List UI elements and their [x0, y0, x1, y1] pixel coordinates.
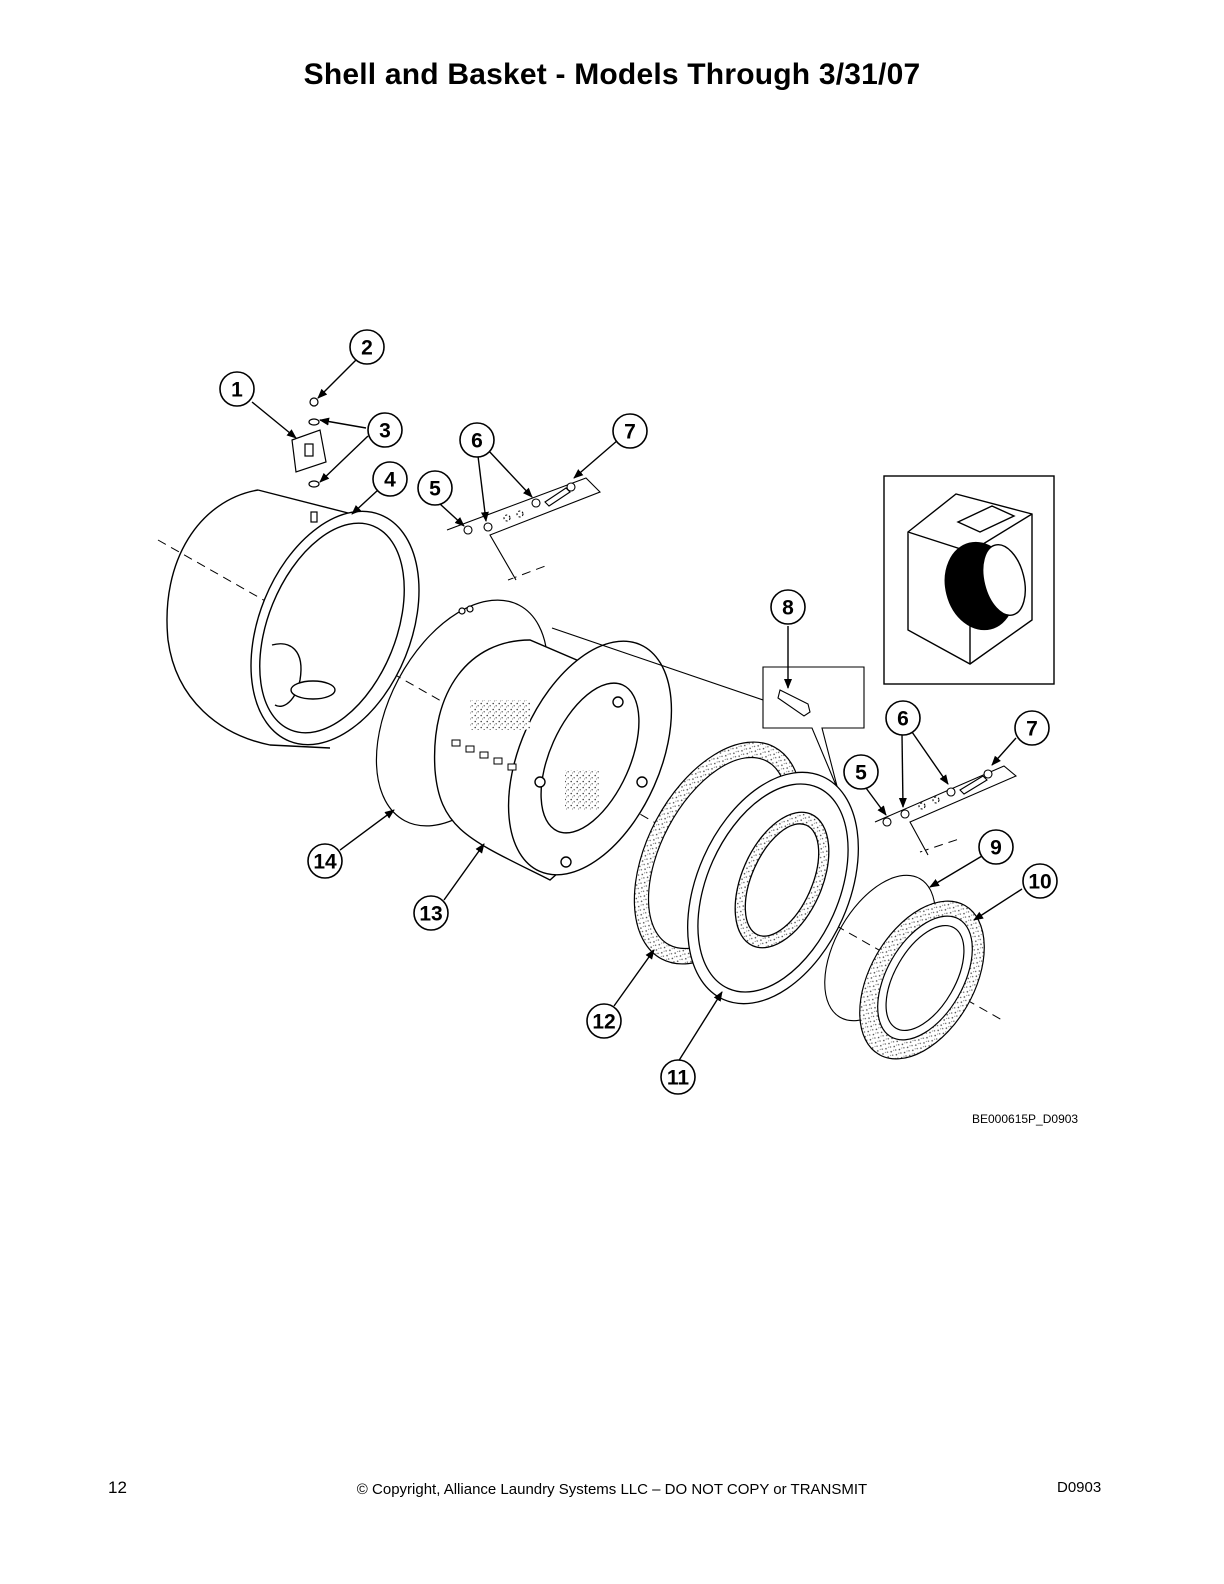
front-bearing-ring [859, 900, 985, 1060]
callout-2: 2 [361, 337, 373, 360]
callout-6a: 6 [471, 430, 483, 453]
callout-11: 11 [667, 1067, 690, 1090]
callout-12: 12 [592, 1011, 615, 1034]
callout-10: 10 [1028, 871, 1051, 894]
drawing-code: BE000615P_D0903 [972, 1112, 1079, 1126]
callout-3-circle [367, 412, 403, 448]
callout-4: 4 [384, 469, 396, 492]
callout-13-circle [413, 895, 449, 931]
clip-inset [551, 627, 865, 791]
copyright-notice: © Copyright, Alliance Laundry Systems LL… [356, 1481, 868, 1498]
callout-circles [219, 329, 1058, 1095]
callout-11-circle [660, 1059, 696, 1095]
callout-1-circle [219, 371, 255, 407]
hardware-row-lower [874, 765, 1018, 856]
mounting-bracket [291, 397, 327, 523]
inner-basket [433, 639, 673, 881]
callout-14: 14 [313, 851, 337, 874]
document-code: D0903 [1057, 1479, 1102, 1496]
callout-5a-circle [417, 470, 453, 506]
callout-10-circle [1022, 863, 1058, 899]
callout-13: 13 [419, 903, 442, 926]
orientation-inset [883, 475, 1055, 685]
page-number: 12 [108, 1478, 127, 1497]
callout-9: 9 [990, 837, 1002, 860]
front-panel [687, 771, 859, 1005]
callout-7a: 7 [624, 421, 636, 444]
callout-14-circle [307, 843, 343, 879]
callout-4-circle [372, 461, 408, 497]
hardware-row-upper [446, 477, 601, 581]
callout-7b-circle [1014, 710, 1050, 746]
callout-6a-circle [459, 422, 495, 458]
leader-arrows [251, 359, 1023, 1063]
callout-2-circle [349, 329, 385, 365]
page-title: Shell and Basket - Models Through 3/31/0… [303, 58, 921, 91]
callout-3: 3 [379, 420, 391, 443]
callout-7b: 7 [1026, 718, 1038, 741]
callout-5b: 5 [855, 762, 867, 785]
outer-shell [166, 489, 420, 749]
callout-9-circle [978, 829, 1014, 865]
callout-5b-circle [843, 754, 879, 790]
callout-7a-circle [612, 413, 648, 449]
callout-6b-circle [885, 700, 921, 736]
callout-6b: 6 [897, 708, 909, 731]
callout-12-circle [586, 1003, 622, 1039]
callout-1: 1 [231, 379, 243, 402]
callout-5a: 5 [429, 478, 441, 501]
callout-8-circle [770, 589, 806, 625]
callout-8: 8 [782, 597, 794, 620]
